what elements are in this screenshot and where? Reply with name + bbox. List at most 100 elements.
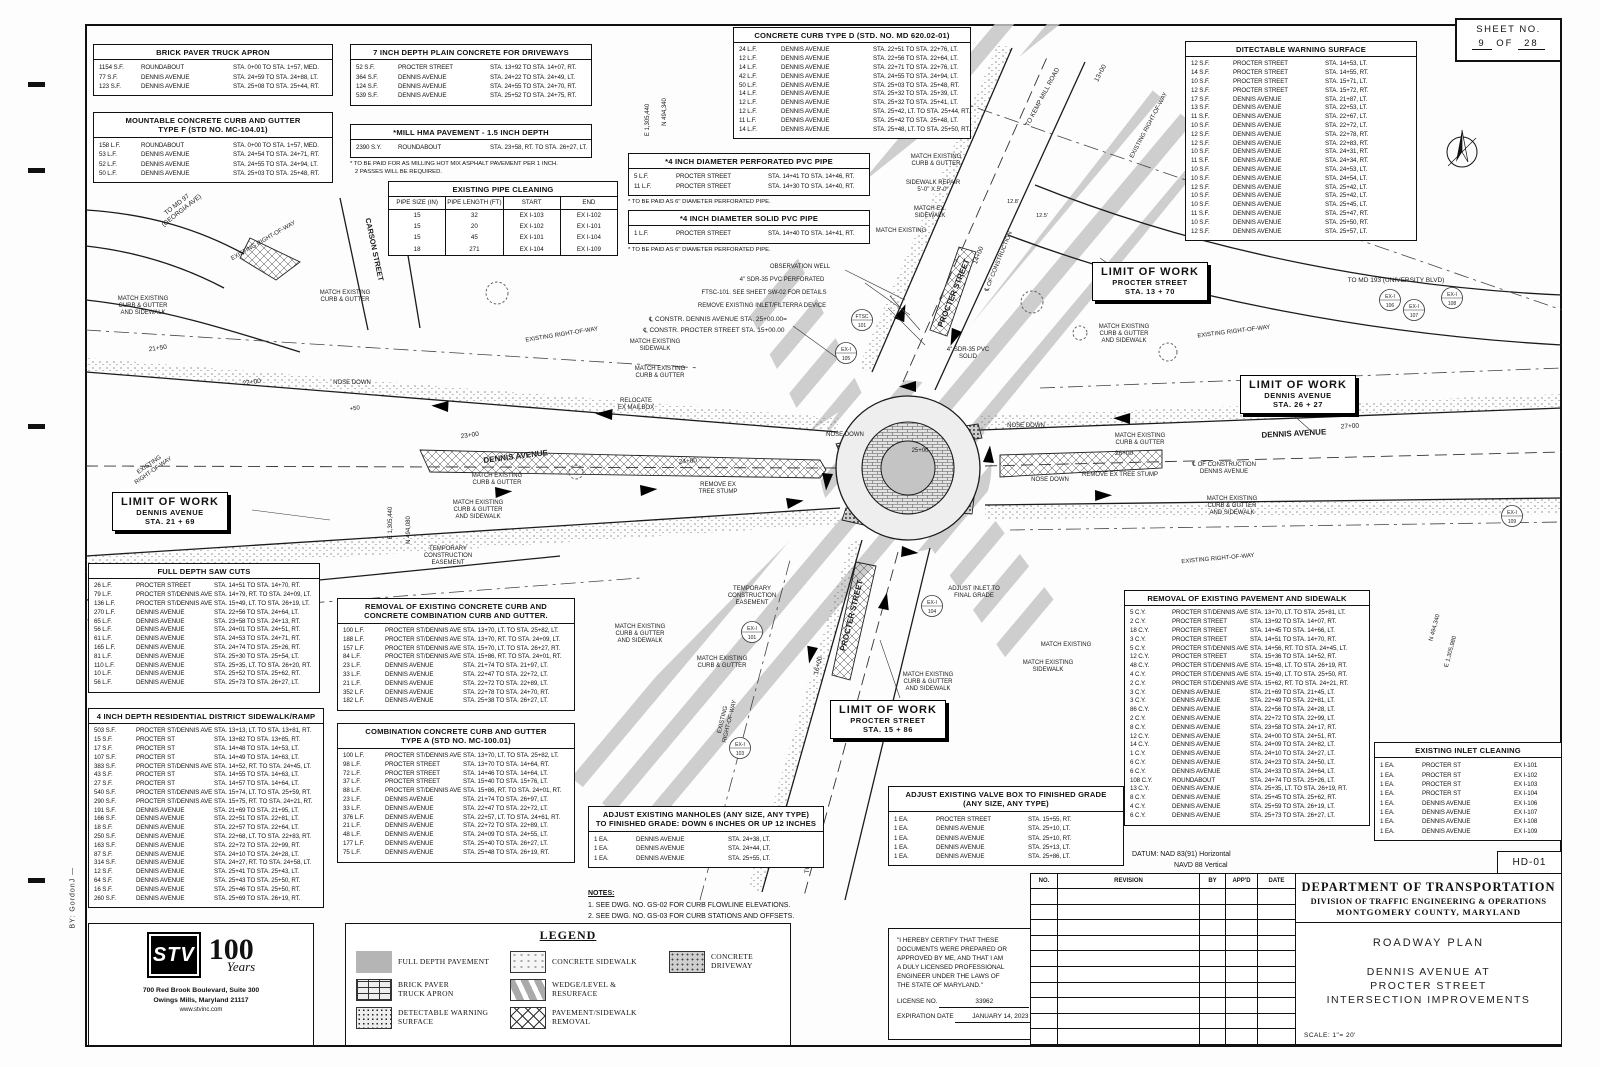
svg-text:EX-I: EX-I (1507, 510, 1517, 516)
sheet-no-value: 9 OF 28 (1457, 38, 1560, 50)
plan-label: 26+00 (1115, 450, 1134, 457)
plan-label: N 494,340 (1429, 613, 1442, 642)
table-title: FULL DEPTH SAW CUTS (89, 564, 319, 580)
plan-label: E 1,305,440 (388, 506, 394, 539)
text-line: DATUM: NAD 83(91) Horizontal (1132, 851, 1231, 858)
license-number: 33962 (939, 998, 1030, 1008)
plan-label: TO MD 97(GEORGIA AVE) (156, 187, 203, 228)
svg-text:EX-I: EX-I (927, 600, 937, 606)
plan-label: N 494,080 (406, 516, 412, 544)
svg-text:101: 101 (858, 323, 867, 329)
revision-empty-row (1031, 889, 1295, 905)
stv-logo: STV (146, 932, 201, 978)
revision-empty-row (1031, 966, 1295, 983)
text-line: A DULY LICENSED PROFESSIONAL (897, 963, 1005, 971)
table-title: EXISTING INLET CLEANING (1375, 743, 1561, 759)
sheet-border (85, 24, 1562, 1047)
text-line: APPROVED BY ME, AND THAT I AM (897, 954, 1004, 962)
svg-text:107: 107 (1410, 313, 1419, 319)
revision-empty-row (1031, 1013, 1295, 1030)
plan-label: 16+00 (813, 656, 824, 676)
table-title: BRICK PAVER TRUCK APRON (94, 45, 332, 61)
stv-firm-block: STV 100 Years 700 Red Brook Boulevard, S… (88, 923, 314, 1046)
notes-title: NOTES: (588, 890, 615, 897)
plan-label: 12.5' (1036, 213, 1048, 219)
legend-title: LEGEND (539, 928, 597, 942)
revision-empty-row (1031, 920, 1295, 936)
stipple-dark-swatch-icon (669, 951, 705, 973)
revision-col-appd: APP'D (1225, 874, 1257, 888)
plan-label: FTSC-101. SEE SHEET SW-02 FOR DETAILS (701, 290, 826, 296)
brick-swatch-icon (356, 979, 392, 1001)
svg-text:EX-I: EX-I (747, 626, 757, 632)
table-footnote: * TO BE PAID AS 6" DIAMETER PERFORATED P… (628, 246, 771, 253)
title-block: DEPARTMENT OF TRANSPORTATION DIVISION OF… (1295, 873, 1562, 1045)
svg-text:109: 109 (1508, 519, 1517, 525)
table-title: REMOVAL OF EXISTING PAVEMENT AND SIDEWAL… (1125, 591, 1369, 607)
table-title: 4 INCH DEPTH RESIDENTIAL DISTRICT SIDEWA… (89, 709, 323, 725)
edge-tick (28, 82, 45, 87)
plan-label: 25+00 (912, 448, 930, 454)
plan-label: 12.8' (1007, 199, 1019, 205)
cross-swatch-icon (510, 1007, 546, 1029)
revision-empty-row (1031, 982, 1295, 999)
plan-label: NOSE DOWN (333, 380, 371, 386)
table-adjust-existing-manholes: ADJUST EXISTING MANHOLES (ANY SIZE, ANY … (588, 806, 824, 868)
